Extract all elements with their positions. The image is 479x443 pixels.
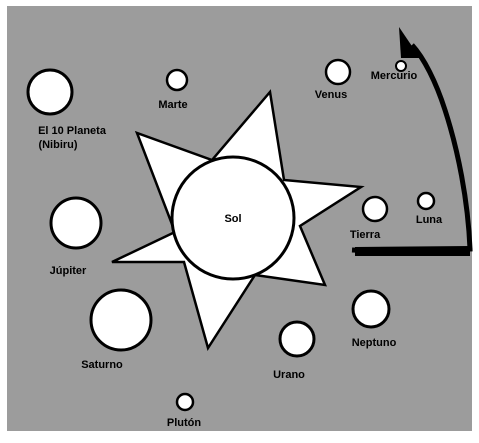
body-label: Urano: [273, 369, 305, 381]
body-label: Luna: [416, 214, 443, 226]
body-label: Plutón: [167, 417, 201, 429]
body-label: Tierra: [350, 229, 381, 241]
body-label: Júpiter: [50, 265, 87, 277]
body-label-sub: (Nibiru): [38, 139, 77, 151]
body-label: Marte: [158, 99, 187, 111]
body-label: Neptuno: [352, 337, 397, 349]
body-label: Mercurio: [371, 70, 418, 82]
sun-label: Sol: [224, 213, 241, 225]
body-label: El 10 Planeta: [38, 125, 107, 137]
body-label: Venus: [315, 89, 347, 101]
body-label: Saturno: [81, 359, 123, 371]
